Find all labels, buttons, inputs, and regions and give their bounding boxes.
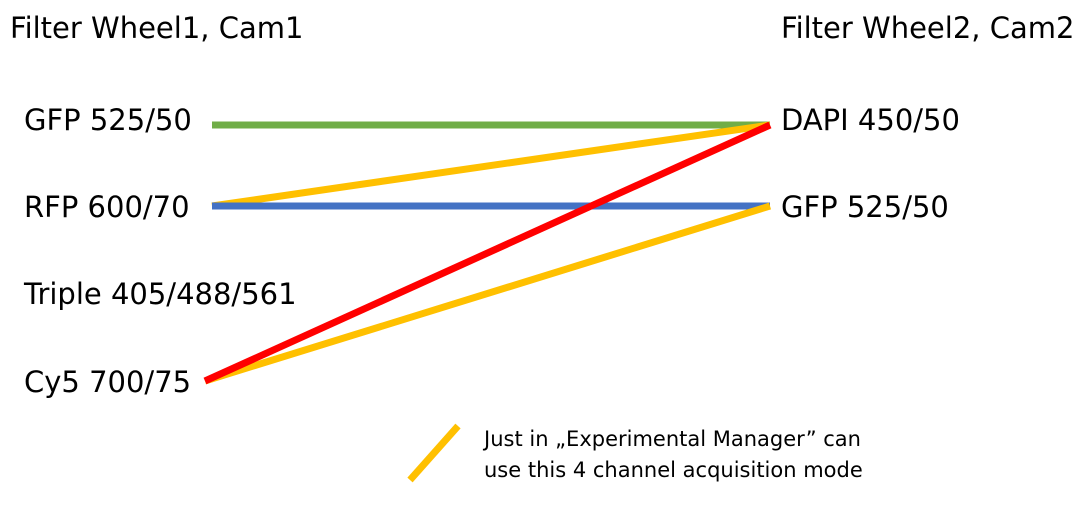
connection-yellow-rfp-to-dapi: [211, 121, 771, 210]
left-filter-label: RFP 600/70: [24, 190, 190, 224]
left-filter-label: Triple 405/488/561: [24, 277, 297, 311]
legend-text: Just in „Experimental Manager” can use t…: [484, 424, 863, 486]
left-filter-label: GFP 525/50: [24, 103, 192, 137]
legend-line-1: Just in „Experimental Manager” can: [484, 427, 861, 451]
right-filter-label: GFP 525/50: [781, 190, 949, 224]
right-header: Filter Wheel2, Cam2: [781, 11, 1075, 45]
legend-swatch-yellow: [407, 423, 461, 483]
left-header: Filter Wheel1, Cam1: [10, 11, 304, 45]
right-filter-label: DAPI 450/50: [781, 103, 960, 137]
connection-red-cy5-to-dapi: [203, 121, 772, 385]
connection-yellow-cy5-to-gfp: [203, 202, 772, 385]
left-filter-label: Cy5 700/75: [24, 365, 192, 399]
legend-line-2: use this 4 channel acquisition mode: [484, 458, 863, 482]
